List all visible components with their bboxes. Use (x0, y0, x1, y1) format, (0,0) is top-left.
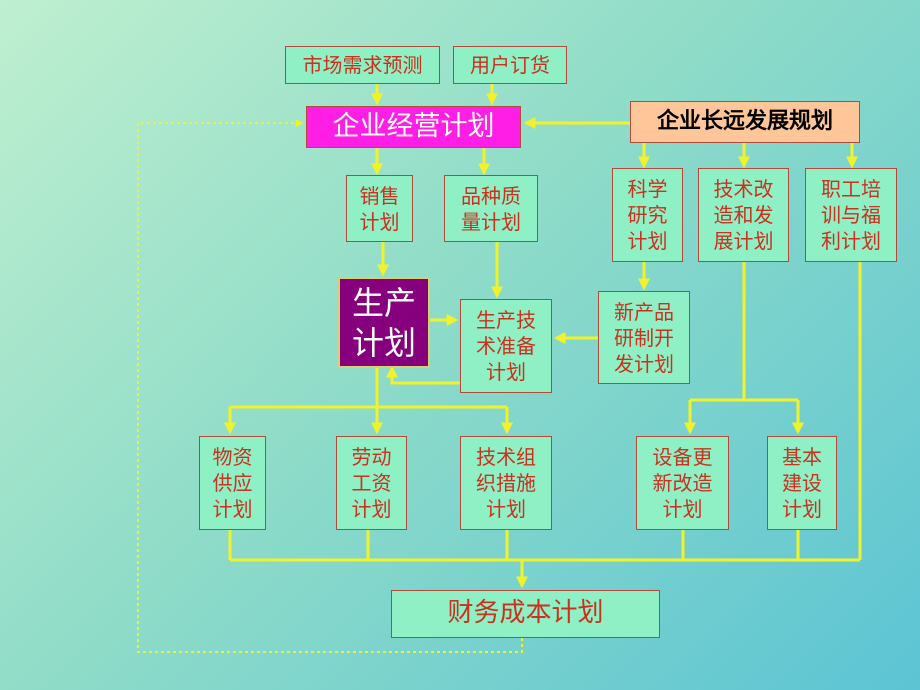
node-production-tech-prep: 生产技 术准备 计划 (460, 299, 552, 393)
node-labor-wage-plan: 劳动 工资 计划 (336, 436, 407, 530)
node-user-orders: 用户订货 (453, 46, 567, 84)
node-market-forecast: 市场需求预测 (285, 46, 440, 84)
node-label: 品种质 量计划 (461, 183, 521, 234)
node-variety-quality-plan: 品种质 量计划 (444, 175, 538, 242)
node-science-research-plan: 科学 研究 计划 (612, 168, 683, 262)
node-label: 职工培 训与福 利计划 (821, 177, 881, 253)
node-finance-cost-plan: 财务成本计划 (391, 590, 660, 638)
node-label: 新产品 研制开 发计划 (614, 299, 674, 376)
node-label: 销售 计划 (359, 183, 400, 234)
node-material-supply-plan: 物资 供应 计划 (199, 436, 266, 530)
node-label: 基本 建设 计划 (782, 445, 822, 521)
node-label: 劳动 工资 计划 (351, 445, 392, 521)
node-production-plan: 生产 计划 (338, 277, 430, 368)
node-long-term-plan: 企业长远发展规划 (630, 101, 860, 143)
node-label: 技术组 织措施 计划 (476, 445, 536, 521)
node-label: 设备更 新改造 计划 (652, 445, 713, 521)
node-equipment-renewal-plan: 设备更 新改造 计划 (636, 436, 729, 530)
feedback-dashed-loop (137, 119, 523, 653)
node-label: 技术改 造和发 展计划 (713, 177, 774, 253)
node-new-product-plan: 新产品 研制开 发计划 (598, 291, 690, 384)
node-label: 市场需求预测 (302, 53, 423, 77)
node-label: 科学 研究 计划 (627, 177, 668, 253)
node-label: 生产 计划 (351, 283, 416, 362)
node-capital-construction-plan: 基本 建设 计划 (767, 436, 837, 530)
node-staff-training-plan: 职工培 训与福 利计划 (805, 168, 897, 262)
node-label: 企业长远发展规划 (656, 108, 833, 134)
node-label: 用户订货 (470, 53, 550, 77)
node-label: 财务成本计划 (447, 598, 604, 629)
node-label: 生产技 术准备 计划 (476, 308, 536, 384)
node-sales-plan: 销售 计划 (346, 175, 413, 242)
arrow-techprep-to-production (386, 365, 460, 385)
node-tech-org-measures-plan: 技术组 织措施 计划 (460, 436, 552, 530)
node-label: 物资 供应 计划 (212, 445, 253, 521)
node-business-plan: 企业经营计划 (306, 106, 521, 148)
node-label: 企业经营计划 (332, 111, 495, 143)
node-tech-renovation-plan: 技术改 造和发 展计划 (698, 168, 789, 262)
